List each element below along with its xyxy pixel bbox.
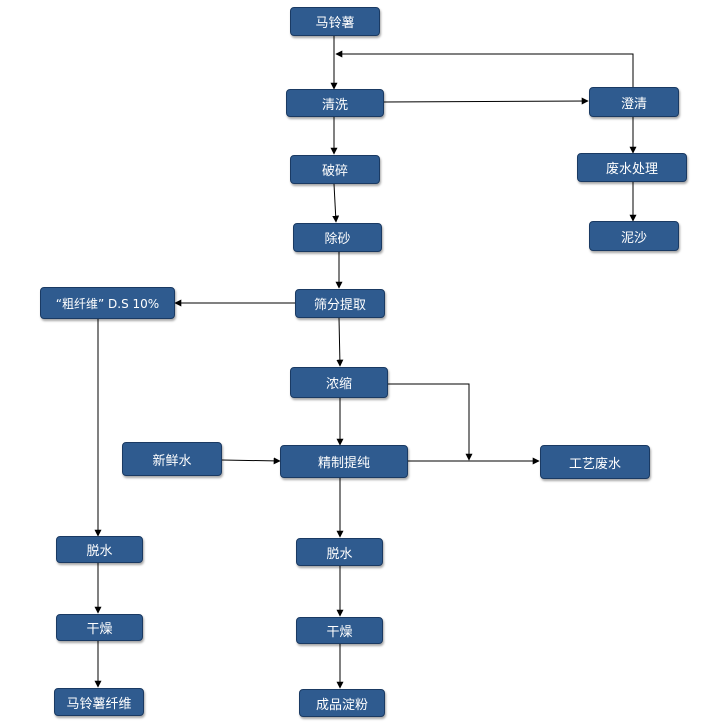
node-wastewater-treatment: 废水处理 — [577, 153, 687, 182]
node-potato-fiber: 马铃薯纤维 — [54, 688, 144, 716]
node-sludge: 泥沙 — [589, 221, 679, 251]
node-refine: 精制提纯 — [280, 445, 408, 478]
node-desand: 除砂 — [293, 223, 382, 252]
node-dewater-mid: 脱水 — [296, 538, 383, 566]
node-finished-starch: 成品淀粉 — [299, 689, 385, 717]
node-dewater-left: 脱水 — [56, 536, 143, 563]
arrow-crush-desand — [332, 183, 340, 223]
node-wash: 清洗 — [286, 89, 384, 117]
arrow-concentrate-junction — [388, 383, 473, 461]
node-fresh-water: 新鲜水 — [122, 442, 222, 476]
arrow-clarify-return — [335, 50, 634, 87]
node-potato: 马铃薯 — [290, 7, 380, 36]
node-process-wastewater: 工艺废水 — [540, 445, 650, 479]
node-dry-left: 干燥 — [56, 614, 143, 641]
node-crush: 破碎 — [290, 155, 380, 184]
arrow-sieve-concentrate — [336, 317, 344, 367]
node-clarify: 澄清 — [589, 87, 679, 117]
node-coarse-fiber: “粗纤维” D.S 10% — [40, 287, 175, 319]
arrow-freshwater-refine — [221, 457, 281, 465]
node-sieve-extract: 筛分提取 — [295, 289, 385, 318]
node-dry-mid: 干燥 — [296, 617, 383, 644]
node-concentrate: 浓缩 — [290, 367, 388, 398]
arrow-wash-clarify — [383, 97, 589, 105]
